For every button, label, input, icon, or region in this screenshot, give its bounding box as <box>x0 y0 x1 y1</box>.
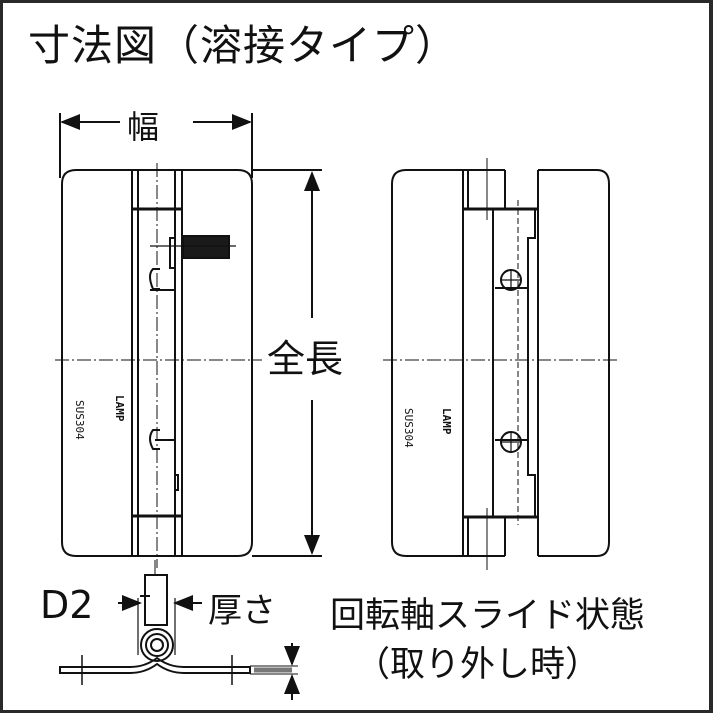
right-material-mark: SUS304 <box>402 408 415 448</box>
right-logo-mark: LAMP <box>440 408 453 435</box>
hinge-side-view <box>59 560 300 700</box>
caption-removed: （取り外し時） <box>355 645 601 685</box>
caption-slide-state: 回転軸スライド状態 <box>330 596 646 636</box>
length-dimension <box>252 169 322 557</box>
thickness-label: 厚さ <box>208 591 276 631</box>
width-label: 幅 <box>127 108 160 146</box>
d2-label: D2 <box>40 583 94 627</box>
hinge-front-view-right <box>383 158 620 570</box>
left-material-mark: SUS304 <box>73 400 86 440</box>
width-dimension <box>59 113 253 178</box>
total-length-label: 全長 <box>267 337 344 381</box>
page-title: 寸法図（溶接タイプ） <box>28 21 459 70</box>
left-logo-mark: LAMP <box>113 395 126 422</box>
hinge-front-view-left <box>55 163 262 568</box>
